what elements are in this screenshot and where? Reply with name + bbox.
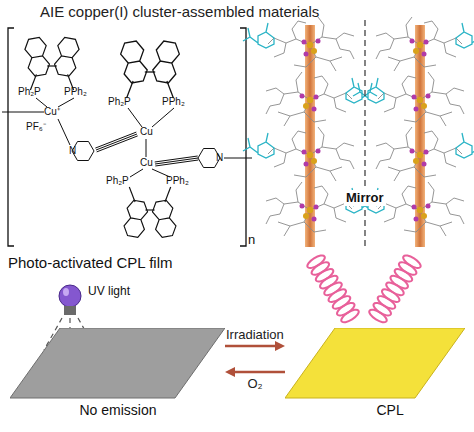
uv-lamp xyxy=(64,306,76,315)
section-heading: Photo-activated CPL film xyxy=(8,254,173,272)
bond xyxy=(128,108,142,127)
arrow-label: O₂ xyxy=(248,376,263,392)
helical-chain xyxy=(353,17,474,247)
bond xyxy=(155,156,198,162)
arrow-shaft xyxy=(234,371,285,374)
film-label: CPL xyxy=(377,402,404,419)
binaphthyl xyxy=(119,40,181,98)
lamp-label: UV light xyxy=(88,284,130,298)
film-shape xyxy=(10,328,225,400)
bond xyxy=(2,98,252,177)
film-sample: No emission xyxy=(10,328,225,420)
cpl-helix xyxy=(305,253,422,325)
atom-label: N xyxy=(69,145,76,157)
uv-lamp xyxy=(63,288,69,296)
mirror-line xyxy=(364,20,365,248)
cpl-helix xyxy=(367,253,422,325)
polymer-structure xyxy=(2,28,252,246)
film-shape xyxy=(285,328,465,400)
arrow-head xyxy=(275,341,285,351)
repeat-index: n xyxy=(248,232,255,248)
binaphthyl xyxy=(122,187,177,238)
mirror-label: Mirror xyxy=(344,190,386,206)
bond xyxy=(97,136,138,152)
cpl-helix xyxy=(305,253,360,325)
film-sample: CPL xyxy=(285,328,465,420)
film-label: No emission xyxy=(80,402,157,419)
atom-label: Cu⁺ xyxy=(44,106,60,118)
bond xyxy=(224,158,252,159)
bracket xyxy=(8,28,14,246)
bond xyxy=(96,134,137,150)
atom-label: Cu xyxy=(140,126,153,138)
bond xyxy=(58,98,74,107)
atom-label: PPh₂ xyxy=(166,175,189,187)
atom-label: Ph₂P xyxy=(106,175,129,187)
bond xyxy=(130,169,143,177)
bond xyxy=(146,139,147,157)
title: AIE copper(I) cluster-assembled material… xyxy=(40,3,319,21)
reaction-arrow xyxy=(225,367,285,377)
counter-ion: PF₆⁻ xyxy=(26,121,46,133)
bond xyxy=(152,108,174,127)
helical-chain xyxy=(243,17,377,247)
bond xyxy=(2,112,44,113)
film-surface xyxy=(285,328,465,398)
film-surface xyxy=(10,328,225,398)
bond xyxy=(95,132,136,148)
bracket xyxy=(240,28,246,246)
arrow-shaft xyxy=(225,345,276,348)
arrow-label: Irradiation xyxy=(226,327,284,343)
atom-label: N xyxy=(216,152,223,164)
atom-label: Ph₂P xyxy=(18,86,41,98)
arrow-head xyxy=(225,367,235,377)
binaphthyl xyxy=(23,36,80,90)
atom-label: Ph₂P xyxy=(108,96,131,108)
bond xyxy=(36,98,47,107)
crystal-structure xyxy=(243,17,474,248)
atom-label: PPh₂ xyxy=(162,96,185,108)
bond xyxy=(58,119,70,145)
uv-lamp xyxy=(59,285,81,307)
atom-label: Cu xyxy=(140,157,153,169)
reaction-arrow xyxy=(225,341,285,351)
atom-label: PPh₂ xyxy=(64,86,87,98)
